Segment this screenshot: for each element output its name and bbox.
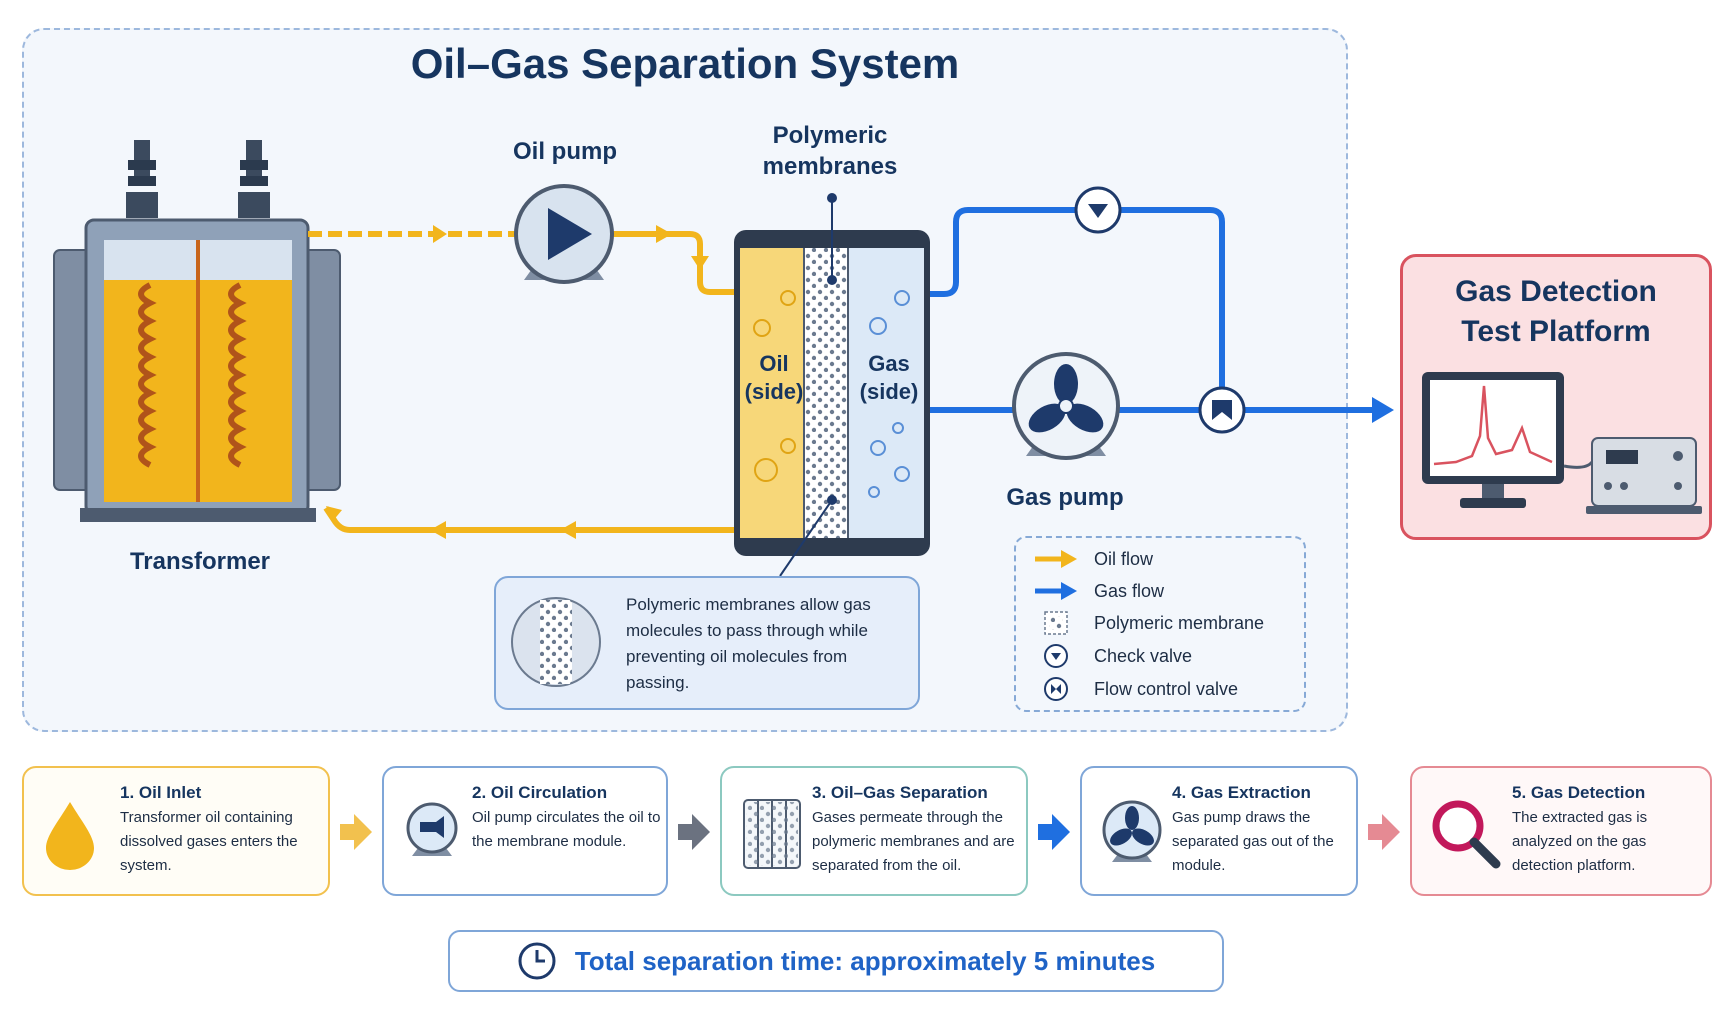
gas-pump-icon — [1012, 352, 1120, 460]
step-title: 4. Gas Extraction — [1172, 783, 1311, 802]
oil-side-label-1: Oil — [759, 351, 789, 376]
oil-flow-lines — [308, 225, 736, 539]
legend-item-check-valve: Check valve — [1032, 641, 1302, 671]
legend-label: Check valve — [1094, 645, 1193, 666]
step-5-gas-detection: 5. Gas Detection The extracted gas is an… — [1410, 766, 1712, 896]
step-desc: Gases permeate through the polymeric mem… — [812, 809, 1015, 874]
fan-icon — [1102, 800, 1162, 862]
step-2-oil-circulation: 2. Oil Circulation Oil pump circulates t… — [382, 766, 668, 896]
gas-side-label: Gas (side) — [856, 350, 922, 406]
membrane-info-text: Polymeric membranes allow gas molecules … — [626, 595, 871, 692]
oil-side-label-2: (side) — [744, 379, 804, 404]
membrane-module — [734, 193, 930, 577]
membrane-cross-section-icon — [511, 597, 601, 687]
diagram-title: Oil–Gas Separation System — [410, 40, 960, 87]
legend-item-oil-flow: Oil flow — [1032, 544, 1302, 574]
membrane-module-icon — [743, 799, 801, 869]
platform-title: Gas Detection Test Platform — [1400, 272, 1712, 352]
step-4-gas-extraction: 4. Gas Extraction Gas pump draws the sep… — [1080, 766, 1358, 896]
step-3-oil-gas-separation: 3. Oil–Gas Separation Gases permeate thr… — [720, 766, 1028, 896]
transformer-icon — [53, 140, 341, 522]
step-arrow-icon — [1038, 814, 1070, 850]
oil-side-label: Oil (side) — [744, 350, 804, 406]
check-valve-legend-icon — [1044, 644, 1068, 668]
transformer-label: Transformer — [129, 548, 271, 575]
monitor-icon — [1422, 372, 1564, 508]
legend-item-flow-control-valve: Flow control valve — [1032, 674, 1302, 704]
legend-label: Flow control valve — [1094, 678, 1239, 699]
gas-pump-label: Gas pump — [1006, 484, 1124, 511]
clock-icon — [518, 942, 556, 980]
check-valve-icon — [1074, 186, 1122, 234]
platform-title-line-2: Test Platform — [1461, 315, 1651, 348]
detection-equipment — [1422, 372, 1702, 514]
flow-control-valve-legend-icon — [1044, 677, 1068, 701]
step-title: 5. Gas Detection — [1512, 783, 1646, 802]
step-desc: Gas pump draws the separated gas out of … — [1172, 809, 1334, 874]
step-1-oil-inlet: 1. Oil Inlet Transformer oil containing … — [22, 766, 330, 896]
platform-title-line-1: Gas Detection — [1455, 275, 1657, 308]
legend-label: Gas flow — [1094, 580, 1165, 601]
analyzer-icon — [1586, 437, 1702, 514]
step-arrow-icon — [340, 814, 372, 850]
step-desc: The extracted gas is analyzed on the gas… — [1512, 809, 1648, 874]
oil-pump-icon — [514, 184, 614, 284]
membrane-icon — [1044, 611, 1068, 635]
gas-side-label-2: (side) — [859, 379, 919, 404]
gas-side-label-1: Gas — [868, 351, 910, 376]
legend-item-gas-flow: Gas flow — [1032, 576, 1302, 606]
oil-drop-icon — [46, 802, 94, 870]
magnifier-icon — [1432, 800, 1501, 869]
pump-icon — [406, 802, 458, 856]
legend-label: Polymeric membrane — [1094, 612, 1265, 633]
gas-flow-arrow-icon — [1035, 582, 1077, 600]
legend-label: Oil flow — [1094, 548, 1154, 569]
step-desc: Oil pump circulates the oil to the membr… — [472, 809, 661, 850]
step-title: 1. Oil Inlet — [120, 783, 202, 802]
total-time-text: Total separation time: approximately 5 m… — [574, 945, 1156, 976]
total-time-bar: Total separation time: approximately 5 m… — [448, 930, 1224, 992]
gas-flow-lines — [930, 207, 1394, 423]
flow-control-valve-icon — [1198, 386, 1246, 434]
step-title: 3. Oil–Gas Separation — [812, 783, 988, 802]
step-arrow-icon — [1368, 814, 1400, 850]
step-desc: Transformer oil containing dissolved gas… — [120, 809, 298, 874]
oil-pump-label: Oil pump — [513, 138, 617, 165]
step-title: 2. Oil Circulation — [472, 783, 608, 802]
step-arrow-icon — [678, 814, 710, 850]
oil-flow-arrow-icon — [1035, 550, 1077, 568]
membranes-label: Polymeric membranes — [762, 122, 898, 180]
legend-item-membrane: Polymeric membrane — [1032, 608, 1302, 638]
